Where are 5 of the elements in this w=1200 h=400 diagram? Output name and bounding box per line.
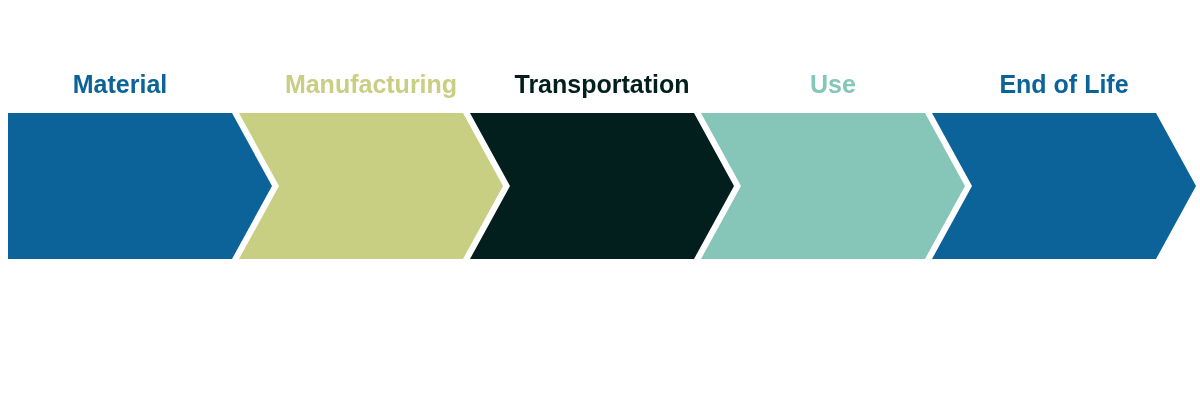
step-heading: Use — [809, 69, 857, 100]
step-heading: End of Life — [998, 69, 1130, 100]
step-heading: Transportation — [513, 69, 691, 100]
step-heading: Material — [71, 69, 169, 100]
step-heading: Manufacturing — [283, 69, 459, 100]
